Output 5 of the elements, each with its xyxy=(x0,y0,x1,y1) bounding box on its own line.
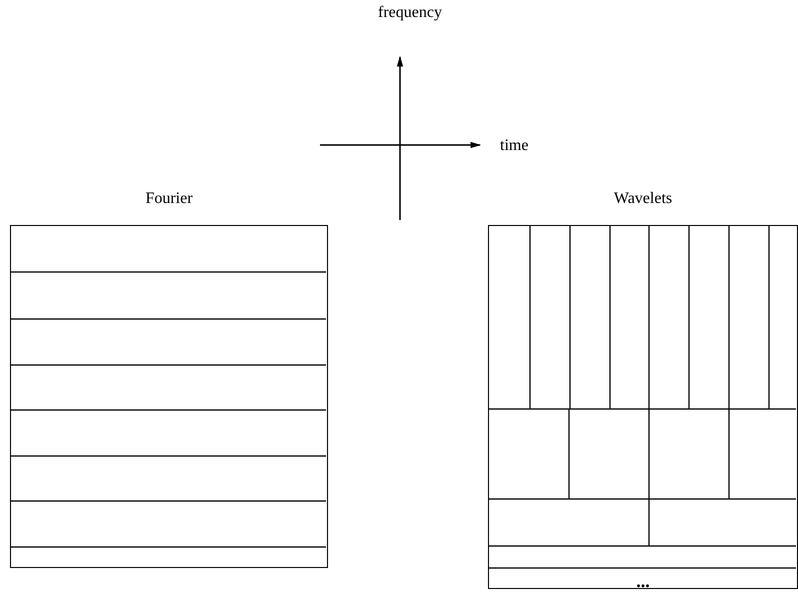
panel-title: Wavelets xyxy=(612,190,674,208)
axis-label: frequency xyxy=(378,4,442,22)
axis-label: time xyxy=(500,137,528,155)
panel-title: Fourier xyxy=(144,190,194,208)
ellipsis: ... xyxy=(636,572,650,590)
